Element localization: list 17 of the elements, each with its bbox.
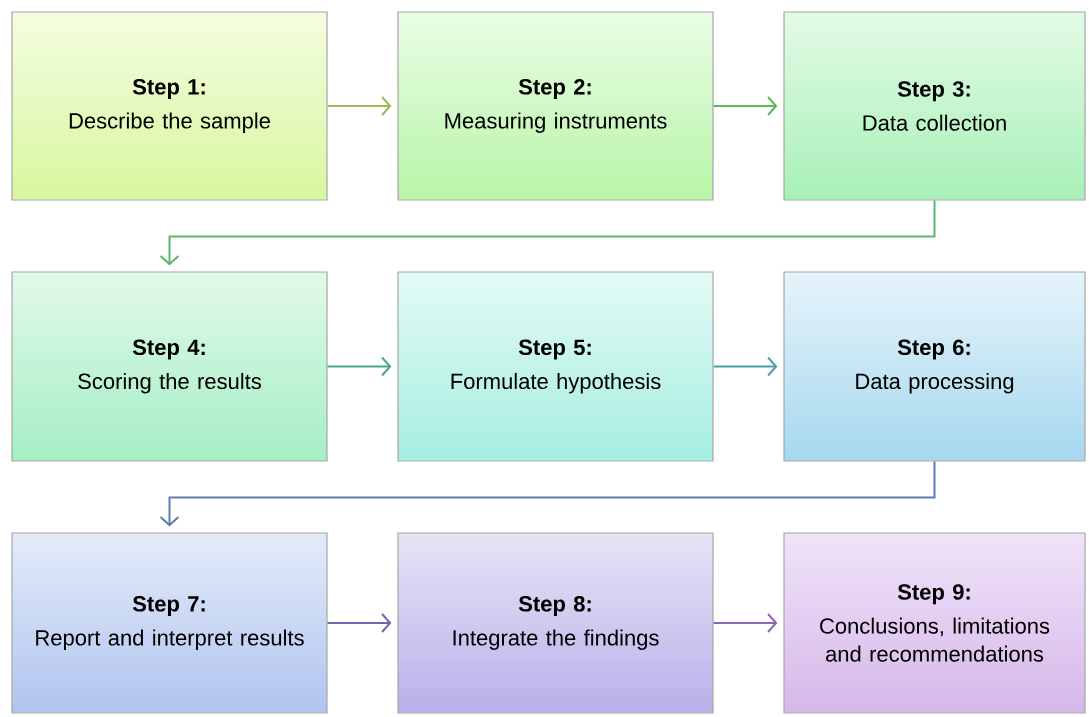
arrow (712, 613, 778, 633)
arrow (326, 96, 392, 116)
step-box: Step 6: Data processing (783, 271, 1086, 462)
arrow (159, 460, 936, 527)
arrow (712, 356, 778, 377)
step-box: Step 5: Formulate hypothesis (397, 271, 714, 462)
arrow (712, 96, 778, 116)
step-box: Step 4: Scoring the results (11, 271, 328, 462)
step-box: Step 8: Integrate the findings (397, 532, 714, 714)
step-box: Step 1: Describe the sample (11, 11, 328, 201)
arrow (326, 356, 392, 377)
arrow (159, 199, 936, 266)
step-box: Step 7: Report and interpret results (11, 532, 328, 714)
arrow (326, 613, 392, 633)
step-box: Step 2: Measuring instruments (397, 11, 714, 201)
step-box: Step 3: Data collection (783, 11, 1086, 201)
step-box: Step 9: Conclusions, limitations and recommendations (783, 532, 1086, 714)
